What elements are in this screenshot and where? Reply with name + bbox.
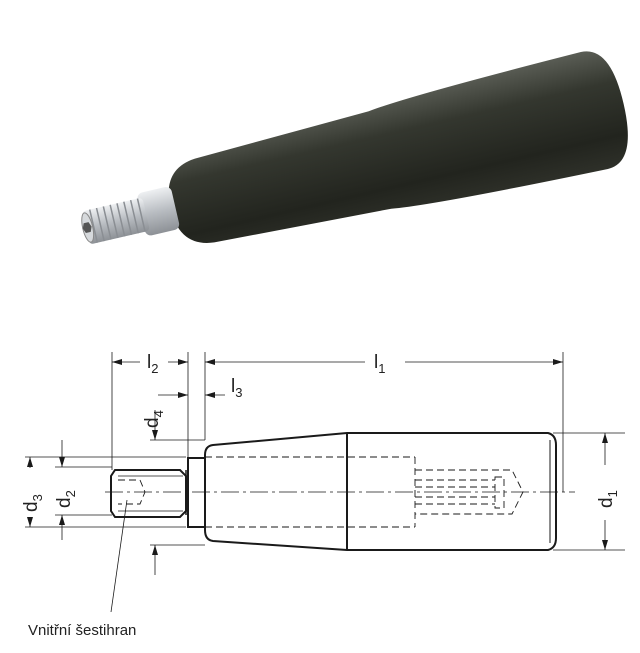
dim-l1: l1 [374,352,385,376]
threaded-stud-icon [81,198,150,244]
dim-l2: l2 [147,352,158,376]
technical-drawing [25,352,625,613]
dim-d1: d1 [596,490,620,508]
dimension-labels: l1 l2 l3 d4 d3 d2 d1 [21,352,620,512]
dim-d3: d3 [21,494,45,512]
dim-l3: l3 [231,376,242,400]
hex-socket-callout: Vnitřní šestihran [28,622,137,639]
handle-outline [204,432,557,551]
dim-d4: d4 [142,410,166,428]
handle-photo [81,51,628,244]
dim-d2: d2 [54,490,78,508]
